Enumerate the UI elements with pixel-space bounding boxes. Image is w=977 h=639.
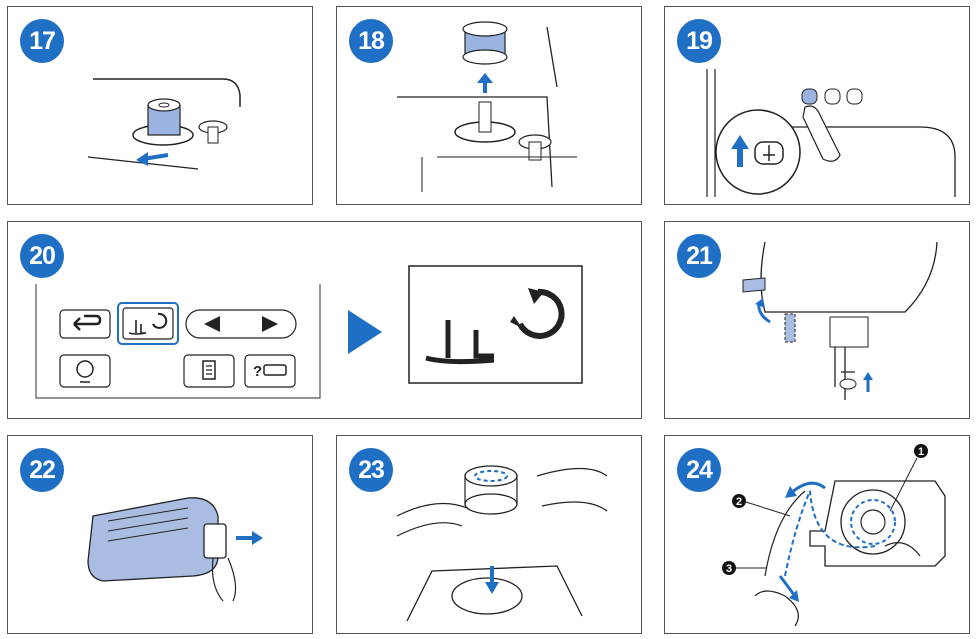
return-arrow-icon[interactable] xyxy=(59,309,111,339)
step-number-badge: 21 xyxy=(677,234,721,278)
step-21-panel: 21 xyxy=(664,221,970,419)
step-19-panel: 19 xyxy=(664,6,970,205)
presser-foot-lever-illustration xyxy=(742,241,938,400)
needle-position-button-illustration xyxy=(706,69,956,197)
step-24-panel: 24 1 2 3 xyxy=(664,435,970,634)
bobbin-cover-removal-illustration xyxy=(87,497,263,602)
bobbin-removal-illustration xyxy=(397,21,577,192)
svg-text:3: 3 xyxy=(726,563,732,575)
document-list-icon[interactable] xyxy=(183,354,235,388)
step-number-badge: 18 xyxy=(349,19,393,63)
presser-foot-rotate-enlarged-icon xyxy=(425,288,565,365)
bobbin-insert-illustration xyxy=(396,465,608,622)
callout-3-badge: 3 xyxy=(722,561,767,575)
callout-1-badge: 1 xyxy=(889,444,928,512)
lcd-screen-illustration: ? xyxy=(35,265,583,399)
presser-foot-rotate-icon[interactable] xyxy=(117,302,179,345)
step-number-badge: 19 xyxy=(677,19,721,63)
step-number-badge: 17 xyxy=(20,19,64,63)
svg-text:2: 2 xyxy=(736,496,742,508)
bobbin-winder-illustration xyxy=(87,78,241,170)
triangle-right-icon[interactable] xyxy=(262,316,278,332)
step-number-badge: 23 xyxy=(349,448,393,492)
step-number-badge: 24 xyxy=(677,448,721,492)
step-22-panel: 22 xyxy=(7,435,313,634)
callout-2-badge: 2 xyxy=(732,494,791,517)
help-threading-icon[interactable]: ? xyxy=(244,354,296,388)
triangle-left-icon[interactable] xyxy=(185,309,297,339)
step-number-badge: 22 xyxy=(20,448,64,492)
svg-text:?: ? xyxy=(253,363,262,380)
step-20-panel: 20 xyxy=(7,221,642,419)
thread-guide-illustration: 1 2 3 xyxy=(722,444,946,627)
next-step-arrow-icon xyxy=(348,310,382,354)
step-17-panel: 17 xyxy=(7,6,313,205)
step-23-panel: 23 xyxy=(336,435,642,634)
step-18-panel: 18 xyxy=(336,6,642,205)
embroidery-frame-icon[interactable] xyxy=(59,354,111,388)
svg-text:1: 1 xyxy=(918,446,924,458)
step-number-badge: 20 xyxy=(20,234,64,278)
